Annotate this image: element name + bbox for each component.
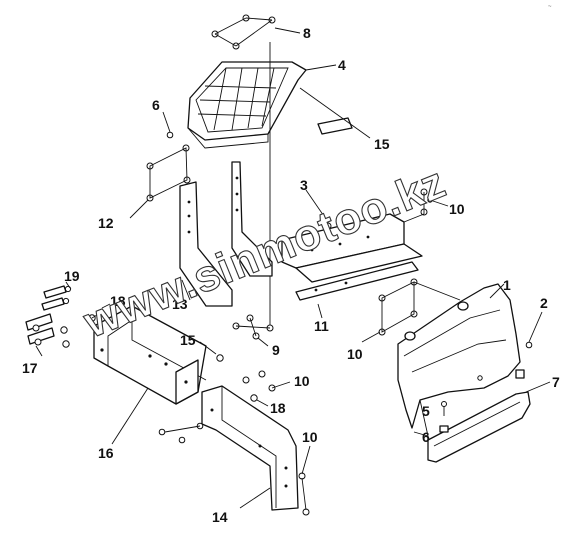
leader-8 (274, 27, 301, 34)
fender-clip (515, 369, 525, 379)
leader-15a (299, 87, 371, 139)
leader-17 (35, 345, 43, 357)
label-15b: 15 (180, 332, 196, 348)
label-15a: 15 (374, 136, 390, 152)
label-10b: 10 (347, 346, 363, 362)
label-2: 2 (540, 295, 548, 311)
leader-14 (239, 487, 271, 509)
label-3: 3 (300, 177, 308, 193)
leader-10d (301, 445, 311, 475)
label-6b: 6 (422, 429, 430, 445)
part-15-pad-upper (317, 117, 353, 135)
leader-1 (489, 283, 505, 299)
part-3-bolt (324, 222, 332, 230)
part-5-screw (441, 401, 447, 416)
part-18-washers-upper (60, 311, 103, 348)
part-4-step-grating (187, 61, 307, 149)
label-8: 8 (303, 25, 311, 41)
label-9: 9 (272, 342, 280, 358)
part-6-clip-lower (439, 425, 449, 433)
leader-11 (317, 303, 323, 319)
label-1: 1 (503, 277, 511, 293)
leader-10b (361, 331, 381, 343)
part-10-fasteners-middle (378, 278, 461, 336)
leader-4 (305, 64, 337, 71)
part-12-fasteners (146, 144, 191, 202)
label-7: 7 (552, 374, 560, 390)
label-16: 16 (98, 445, 114, 461)
leader-12 (129, 199, 149, 219)
part-11-rail-bracket (281, 213, 423, 301)
part-18-washer-lower (250, 394, 258, 402)
label-12: 12 (98, 215, 114, 231)
label-6a: 6 (152, 97, 160, 113)
part-7-reflector (427, 391, 531, 463)
label-18a: 18 (110, 293, 126, 309)
fender-screw (477, 375, 483, 381)
leader-13 (181, 279, 191, 301)
label-5: 5 (422, 403, 430, 419)
label-19: 19 (64, 268, 80, 284)
label-14: 14 (212, 509, 228, 525)
corner-mark: ~ (548, 4, 552, 10)
part-10-fasteners-upper (403, 188, 433, 223)
part-14-l-bracket (201, 385, 299, 511)
part-9-fasteners (232, 314, 274, 340)
leader-3 (305, 189, 329, 223)
leader-16 (111, 387, 149, 445)
part-13-l-brackets (179, 161, 273, 307)
part-19-bolts (41, 285, 72, 311)
leader-10a (429, 199, 449, 207)
label-18b: 18 (270, 400, 286, 416)
leader-6a (162, 111, 171, 133)
label-13: 13 (172, 296, 188, 312)
leader-9 (257, 337, 269, 347)
loose-screws (158, 422, 204, 444)
part-15-nut-middle (216, 354, 224, 362)
leader-19 (65, 281, 71, 289)
part-8-bolts (211, 14, 276, 50)
label-4: 4 (338, 57, 346, 73)
leader-2 (528, 311, 543, 343)
part-10-fasteners-lower (242, 370, 310, 516)
part-2-screw (525, 341, 533, 349)
label-10a: 10 (449, 201, 465, 217)
leader-18a (101, 303, 111, 309)
label-11: 11 (314, 318, 329, 334)
label-17: 17 (22, 360, 38, 376)
label-10c: 10 (294, 373, 310, 389)
leader-18b (256, 399, 269, 407)
leader-7 (525, 381, 551, 393)
label-10d: 10 (302, 429, 318, 445)
part-16-main-bracket (93, 305, 207, 405)
part-6-nut-upper (166, 131, 174, 139)
part-1-fender-cover (397, 283, 521, 437)
leader-15b (199, 341, 217, 355)
part-17-bolts (25, 313, 55, 346)
